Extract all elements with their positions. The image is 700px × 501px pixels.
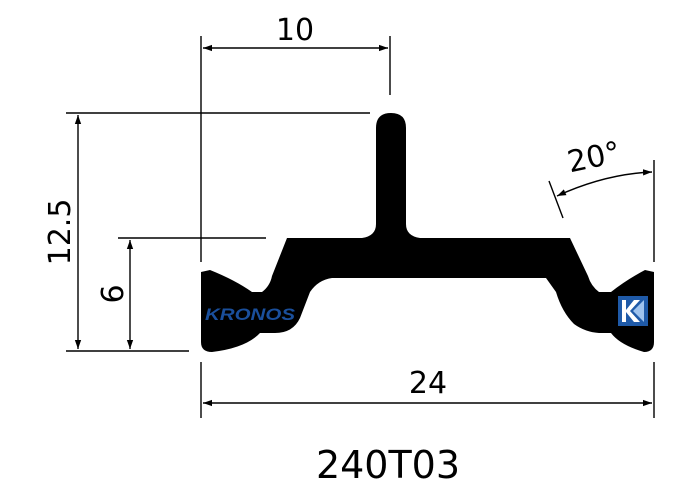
- dim-top-width: 10: [200, 13, 391, 262]
- dim-total-width-label: 24: [409, 366, 447, 401]
- dim-total-height-label: 12.5: [43, 199, 78, 266]
- dim-angle-label: 20°: [564, 135, 623, 180]
- kronos-k-logo-icon: [618, 296, 648, 326]
- kronos-logo-text: KRONOS: [205, 305, 296, 324]
- dim-lower-height-label: 6: [96, 284, 131, 303]
- profile-shape: [201, 113, 654, 352]
- kronos-logo: KRONOS: [205, 305, 296, 324]
- dim-top-width-label: 10: [276, 13, 314, 48]
- part-code: 240T03: [316, 443, 460, 487]
- dim-total-height: 12.5: [43, 112, 370, 352]
- dim-total-width: 24: [200, 362, 655, 418]
- profile-section: [201, 113, 654, 352]
- dim-lower-height: 6: [96, 237, 266, 349]
